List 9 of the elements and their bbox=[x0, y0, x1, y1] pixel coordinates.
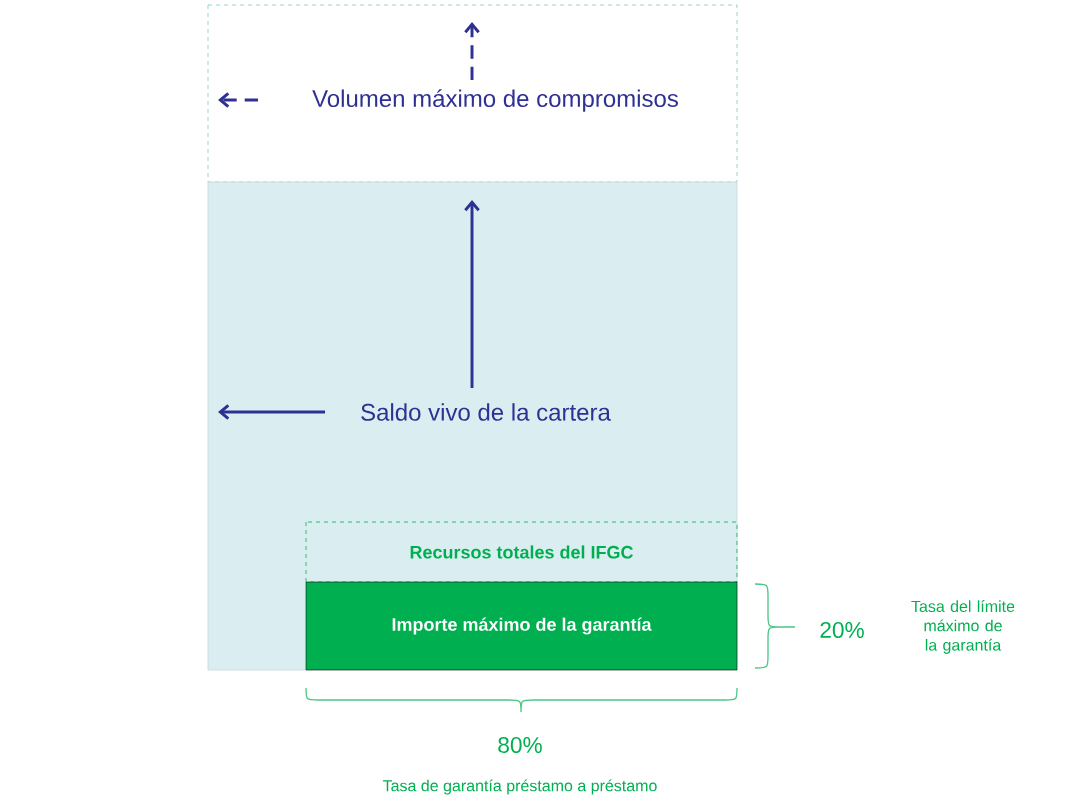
percentage-label: 20% bbox=[820, 621, 864, 639]
note-text: Tasa del límite máximo de la garantía bbox=[911, 600, 1015, 654]
box-label: Volumen máximo de compromisos bbox=[312, 89, 678, 112]
box-label: Saldo vivo de la cartera bbox=[361, 403, 611, 421]
note-text: Tasa de garantía préstamo a préstamo bbox=[382, 779, 657, 795]
percentage-label: 80% bbox=[498, 736, 542, 754]
box-label: Recursos totales del IFGC bbox=[410, 545, 634, 559]
filled-box bbox=[305, 581, 738, 671]
box-label: Importe máximo de la garantía bbox=[392, 617, 652, 635]
